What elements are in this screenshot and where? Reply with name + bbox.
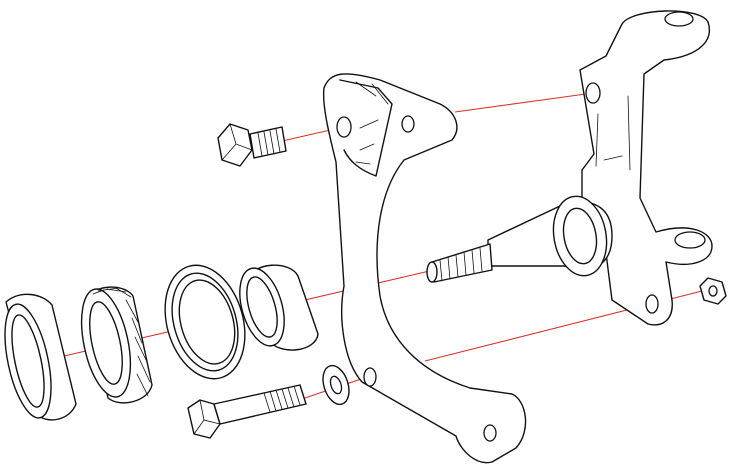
axis-line-bracket-to-knuckle-upper (454, 92, 594, 113)
grease-seal (164, 264, 246, 380)
washer (322, 364, 350, 406)
spacer-sleeve (239, 264, 319, 351)
caliper-bracket (322, 73, 527, 464)
outer-bearing-race (4, 293, 77, 421)
bolt-short (217, 123, 287, 167)
spindle-knuckle (426, 10, 713, 326)
nut (699, 277, 727, 305)
bolt-long (187, 384, 307, 439)
tapered-roller-bearing (80, 286, 153, 404)
